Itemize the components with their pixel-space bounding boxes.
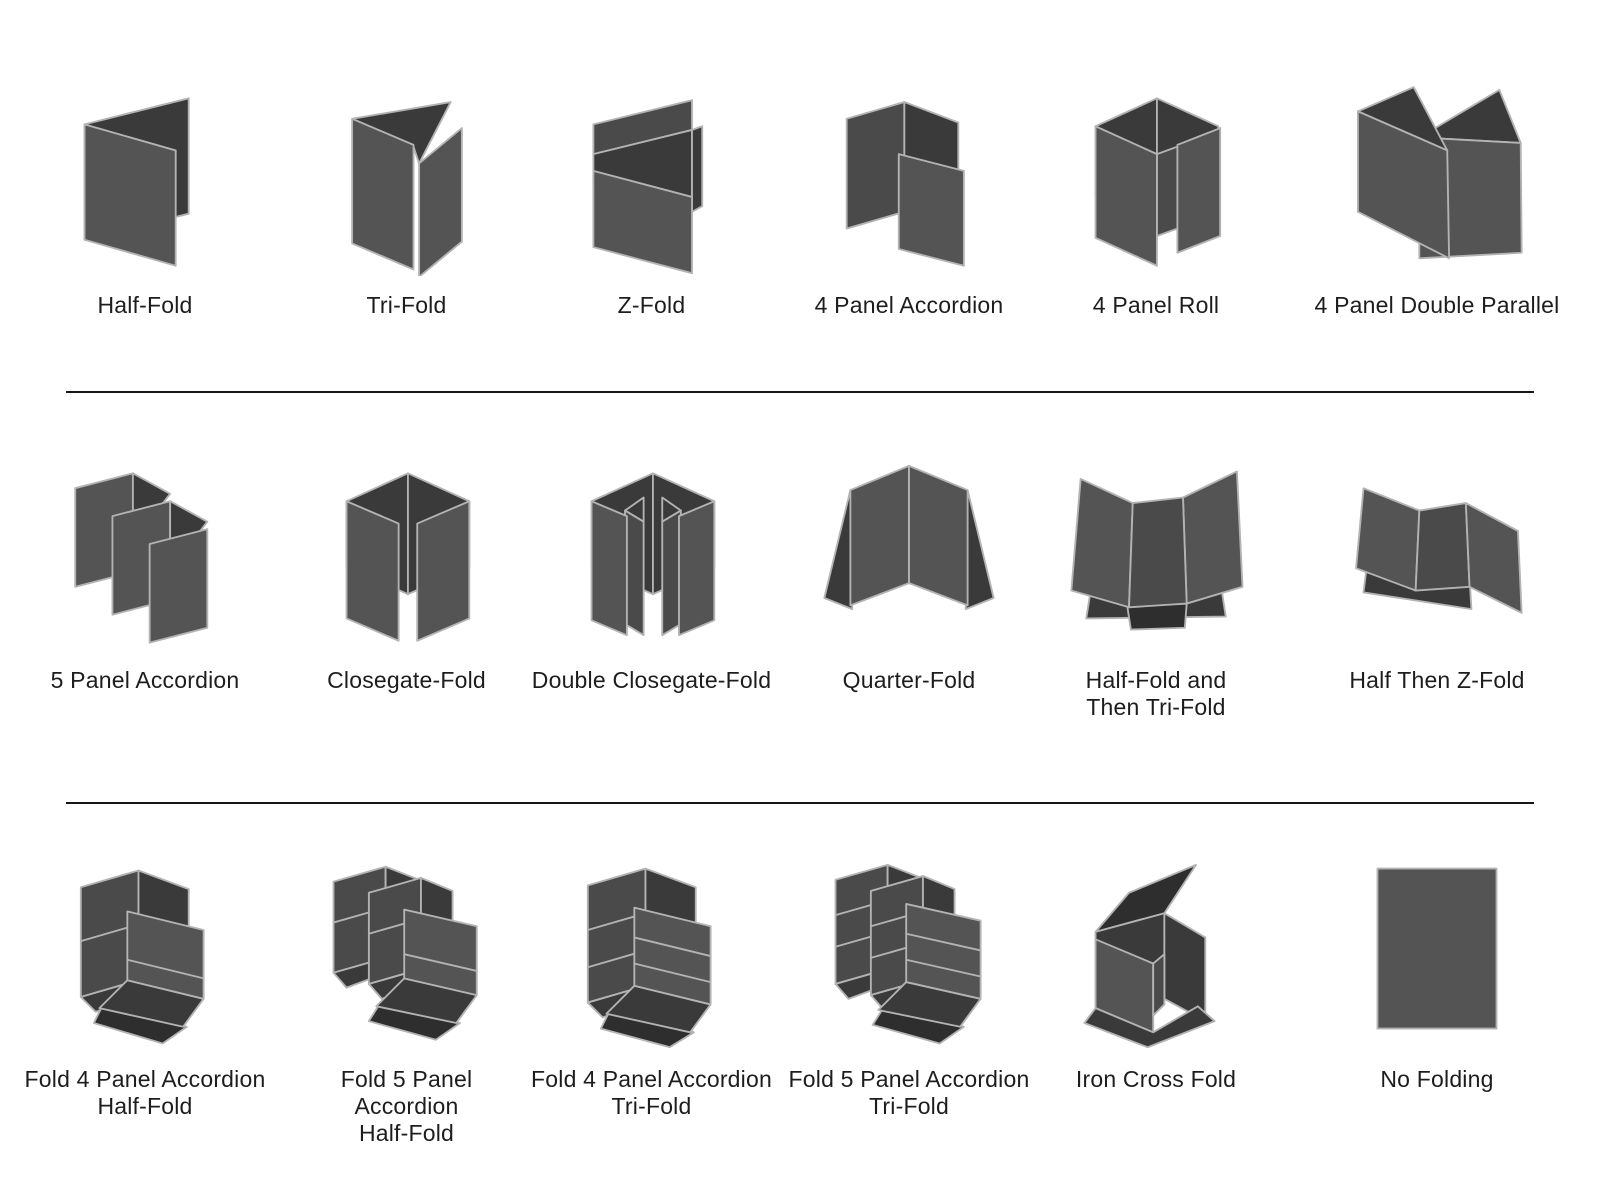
fold-icon-box	[302, 451, 512, 651]
closegate-fold-icon	[345, 472, 470, 642]
half-then-z-fold-icon	[1355, 487, 1523, 614]
fold-type-item: Fold 4 Panel Accordion Tri-Fold	[523, 850, 780, 1200]
accordion-4-panel-icon	[845, 101, 965, 267]
fold-type-label: Iron Cross Fold	[1075, 1066, 1237, 1092]
tri-fold-icon	[350, 101, 463, 276]
fold-type-item: Tri-Fold	[290, 76, 523, 391]
fold-icon-box	[804, 451, 1014, 651]
fold-type-item: Quarter-Fold	[780, 451, 1038, 802]
fold-type-label: Fold 4 Panel Accordion Tri-Fold	[531, 1066, 772, 1119]
fold-type-item: 5 Panel Accordion	[0, 451, 290, 802]
fold-type-label: Half-Fold	[97, 292, 193, 318]
fold-type-label: Half-Fold and Then Tri-Fold	[1085, 667, 1227, 720]
fold-type-item: 4 Panel Roll	[1038, 76, 1274, 391]
fold-icon-box	[302, 76, 512, 276]
half-then-tri-fold-icon	[1070, 470, 1244, 631]
fold5-accordion-half-fold-icon	[332, 865, 478, 1041]
fold-type-item: Z-Fold	[523, 76, 780, 391]
fold-type-label: Tri-Fold	[366, 292, 447, 318]
iron-cross-fold-icon	[1083, 863, 1216, 1049]
fold-type-item: Fold 4 Panel Accordion Half-Fold	[0, 850, 290, 1200]
fold-type-label: 5 Panel Accordion	[50, 667, 240, 693]
fold-icon-box	[547, 451, 757, 651]
fold-icon-box	[547, 76, 757, 276]
fold-icon-box	[40, 76, 250, 276]
fold-type-item: Closegate-Fold	[290, 451, 523, 802]
row-divider	[66, 391, 1534, 393]
fold-type-item: 4 Panel Double Parallel	[1274, 76, 1600, 391]
fold-type-label: Fold 5 Panel Accordion Half-Fold	[340, 1066, 473, 1146]
fold-row-3: Fold 4 Panel Accordion Half-Fold Fold 5 P…	[0, 804, 1600, 1200]
fold-icon-box	[547, 850, 757, 1050]
fold-icon-box	[804, 76, 1014, 276]
fold-type-label: Fold 4 Panel Accordion Half-Fold	[24, 1066, 266, 1119]
fold-type-item: Half Then Z-Fold	[1274, 451, 1600, 802]
fold-type-label: Fold 5 Panel Accordion Tri-Fold	[788, 1066, 1030, 1119]
fold-type-item: No Folding	[1274, 850, 1600, 1200]
double-closegate-fold-icon	[590, 472, 715, 637]
fold-type-item: Iron Cross Fold	[1038, 850, 1274, 1200]
fold-type-label: No Folding	[1380, 1066, 1494, 1092]
fold-type-label: Quarter-Fold	[842, 667, 976, 693]
fold-icon-box	[40, 850, 250, 1050]
fold-type-label: 4 Panel Accordion	[814, 292, 1004, 318]
fold-type-label: 4 Panel Double Parallel	[1314, 292, 1560, 318]
fold-icon-box	[40, 451, 250, 651]
fold-type-item: Half-Fold	[0, 76, 290, 391]
half-fold-icon	[83, 97, 190, 267]
fold-type-label: Closegate-Fold	[327, 667, 486, 693]
roll-4-panel-icon	[1094, 97, 1222, 267]
no-folding-icon	[1376, 867, 1498, 1030]
fold-icon-box	[1332, 451, 1542, 651]
fold-icon-box	[1051, 850, 1261, 1050]
fold-type-item: Fold 5 Panel Accordion Half-Fold	[290, 850, 523, 1200]
fold4-accordion-half-fold-icon	[79, 869, 205, 1045]
double-parallel-4-panel-icon	[1357, 86, 1523, 260]
z-fold-icon	[591, 99, 703, 275]
fold-type-label: 4 Panel Roll	[1092, 292, 1220, 318]
fold-row-2: 5 Panel Accordion Closegate-Fold Double Cl…	[0, 393, 1600, 802]
fold-icon-box	[1332, 850, 1542, 1050]
fold-type-item: Half-Fold and Then Tri-Fold	[1038, 451, 1274, 802]
fold-type-label: Double Closegate-Fold	[531, 667, 772, 693]
fold-icon-box	[804, 850, 1014, 1050]
fold-type-item: Double Closegate-Fold	[523, 451, 780, 802]
fold-row-1: Half-Fold Tri-Fold Z-Fold 4 Panel Accordion…	[0, 0, 1600, 391]
fold5-accordion-tri-fold-icon	[834, 863, 982, 1045]
fold-type-label: Z-Fold	[617, 292, 686, 318]
fold-icon-box	[1051, 76, 1261, 276]
accordion-5-panel-icon	[74, 472, 209, 644]
fold-icon-box	[302, 850, 512, 1050]
quarter-fold-icon	[823, 464, 995, 611]
fold-type-item: Fold 5 Panel Accordion Tri-Fold	[780, 850, 1038, 1200]
row-divider	[66, 802, 1534, 804]
fold-type-item: 4 Panel Accordion	[780, 76, 1038, 391]
fold-icon-box	[1332, 76, 1542, 276]
fold-type-label: Half Then Z-Fold	[1349, 667, 1525, 693]
fold-icon-box	[1051, 451, 1261, 651]
fold4-accordion-tri-fold-icon	[586, 867, 712, 1049]
